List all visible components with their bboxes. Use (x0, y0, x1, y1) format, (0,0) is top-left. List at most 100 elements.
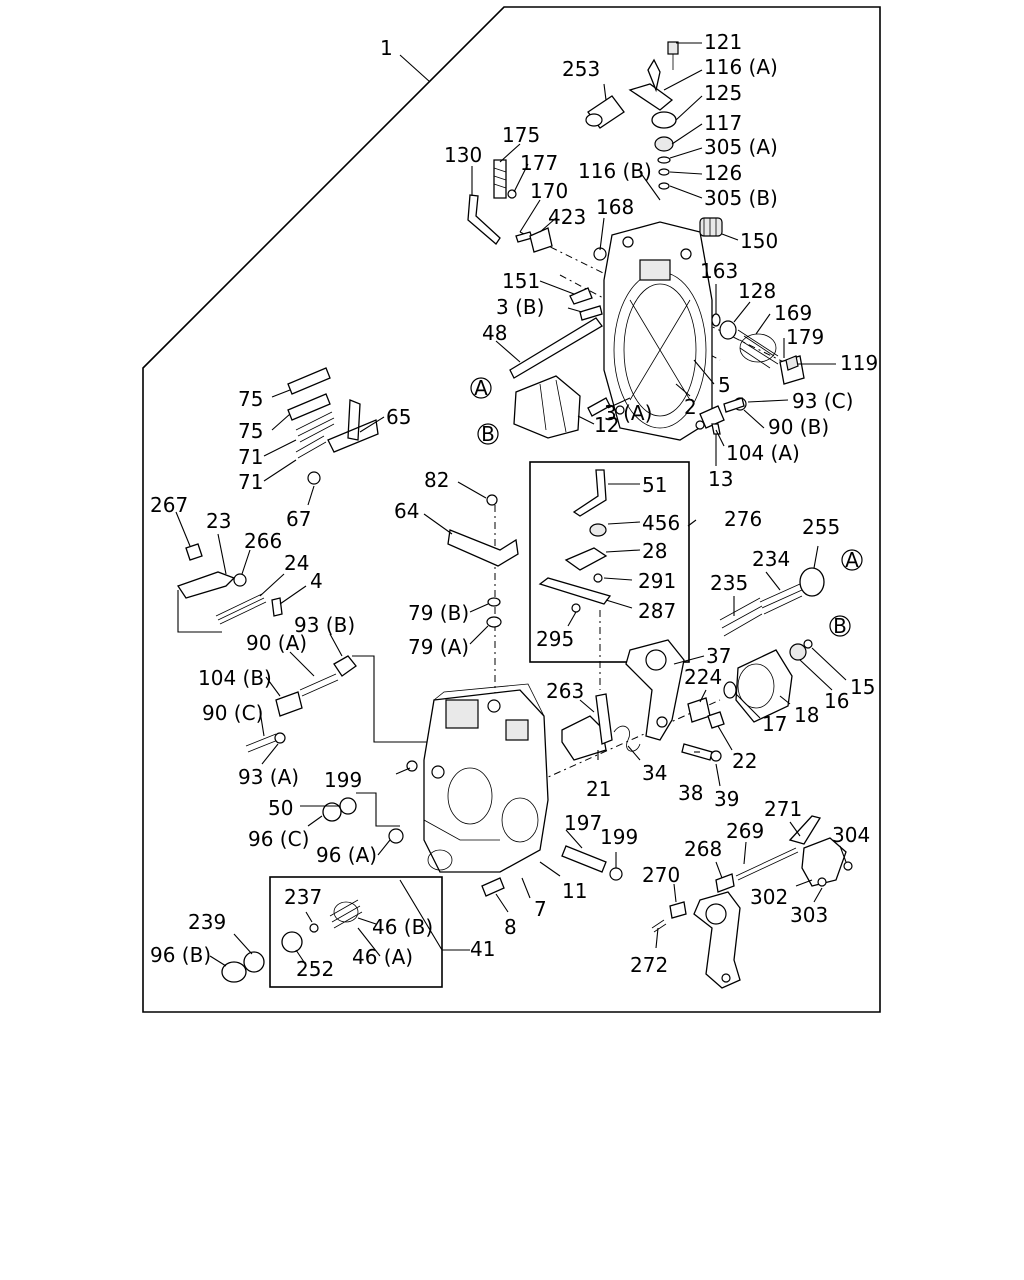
marker-b-upper: B (477, 422, 499, 446)
plate-287 (538, 577, 612, 605)
label: 3 (B) (496, 295, 544, 319)
label: 71 (238, 445, 263, 469)
lever-271 (788, 815, 822, 845)
diagram-frame (142, 6, 881, 1013)
bracket-93b (352, 655, 436, 743)
spring-456 (589, 523, 607, 537)
label: 75 (238, 387, 263, 411)
label: 271 (764, 797, 802, 821)
ring-96a (388, 828, 404, 844)
label: 239 (188, 910, 226, 934)
label: 90 (B) (768, 415, 829, 439)
screw-90a (299, 673, 339, 697)
main-housing (423, 683, 549, 873)
bolt-67 (307, 471, 321, 485)
label: 2 (684, 395, 697, 419)
label: 169 (774, 301, 812, 325)
cap-255 (799, 567, 825, 597)
housing-302 (801, 837, 847, 887)
label: 24 (284, 551, 309, 575)
label: 48 (482, 321, 507, 345)
label: 128 (738, 279, 776, 303)
ring-239 (243, 951, 265, 973)
label: 119 (840, 351, 878, 375)
label: 51 (642, 473, 667, 497)
washer-79a (486, 616, 502, 628)
bolt-82 (486, 494, 498, 506)
label: 255 (802, 515, 840, 539)
label: 126 (704, 161, 742, 185)
washer-125 (651, 111, 677, 129)
label: 456 (642, 511, 680, 535)
label: 151 (502, 269, 540, 293)
label: 235 (710, 571, 748, 595)
label: 1 (380, 36, 393, 60)
label: 234 (752, 547, 790, 571)
ring-15 (803, 639, 813, 649)
label: 18 (794, 703, 819, 727)
nut-39 (710, 750, 722, 762)
plug-150 (699, 217, 723, 237)
label: 197 (564, 811, 602, 835)
screw-269 (735, 847, 799, 881)
governor-cover (603, 221, 713, 441)
ring-199a (406, 760, 418, 772)
washer-295 (571, 603, 581, 613)
label: 305 (A) (704, 135, 778, 159)
housing-18 (735, 649, 793, 723)
label: 65 (386, 405, 411, 429)
label: 125 (704, 81, 742, 105)
nut-119 (785, 355, 799, 371)
label: 175 (502, 123, 540, 147)
marker-b-right: B (829, 614, 851, 638)
label: 82 (424, 468, 449, 492)
label: 16 (824, 689, 849, 713)
lever-assembly (693, 891, 741, 989)
label: 64 (394, 499, 419, 523)
sleeve-75b (287, 393, 331, 421)
label: 23 (206, 509, 231, 533)
spring-24 (215, 593, 267, 625)
shaft-48 (509, 317, 603, 379)
label: 117 (704, 111, 742, 135)
marker-a-upper: A (470, 376, 492, 400)
inset-box-276 (529, 461, 690, 663)
label: 21 (586, 777, 611, 801)
label: 104 (B) (198, 666, 272, 690)
washer-128 (719, 320, 737, 340)
label: 13 (708, 467, 733, 491)
springs-235-234 (719, 583, 803, 637)
label: 150 (740, 229, 778, 253)
label: 104 (A) (726, 441, 800, 465)
label: 291 (638, 569, 676, 593)
nut-266 (233, 573, 247, 587)
nut-93a (274, 732, 286, 744)
plug-96b (221, 961, 247, 983)
label: 130 (444, 143, 482, 167)
lever-23 (176, 571, 236, 599)
bracket-64 (447, 529, 519, 567)
washer-126 (658, 168, 670, 176)
label: 272 (630, 953, 668, 977)
leader-lines (175, 42, 847, 967)
cap-252 (281, 931, 303, 953)
label: 11 (562, 879, 587, 903)
label: 96 (A) (316, 843, 377, 867)
part-labels: 1 121 116 (A) 253 125 117 305 (A) 175 13… (150, 30, 878, 981)
label: 5 (718, 373, 731, 397)
cap-104a (699, 405, 725, 429)
label: 90 (A) (246, 631, 307, 655)
label: 46 (B) (372, 915, 433, 939)
label: 268 (684, 837, 722, 861)
label: 168 (596, 195, 634, 219)
pin-197 (561, 845, 607, 873)
spring-169 (737, 329, 779, 369)
screw-272 (651, 919, 667, 933)
label: 253 (562, 57, 600, 81)
ring-237 (309, 923, 319, 933)
svg-text:A: A (845, 548, 859, 572)
spring-71a (295, 411, 335, 443)
pin-13 (711, 423, 721, 435)
oring-305a (657, 156, 671, 164)
label: 93 (A) (238, 765, 299, 789)
